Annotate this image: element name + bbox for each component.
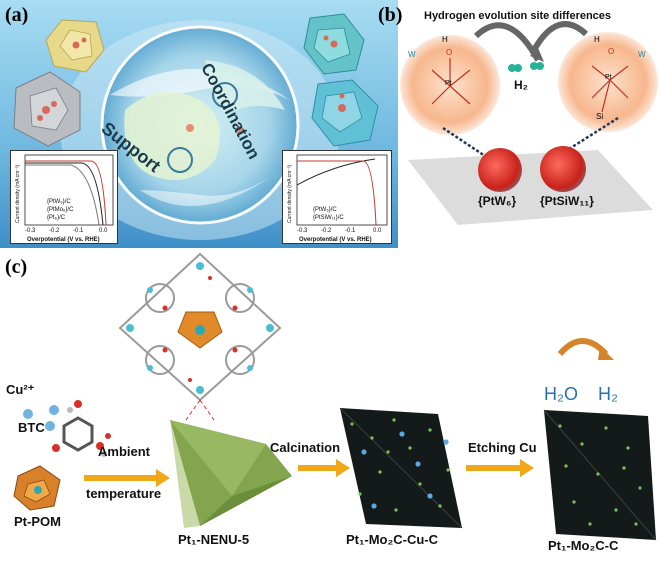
arrow-ambient [84, 469, 170, 487]
pom-cluster-teal [303, 13, 365, 75]
panel-c-label: (c) [5, 256, 28, 278]
pt-pom-cluster [13, 465, 61, 511]
right-si-label: Si [596, 112, 604, 121]
right-o-label: O [608, 47, 615, 56]
left-chart-svg: {PtW₆}/C {PtMo₆}/C {Pt₆}/C -0.3 -0.2 -0.… [15, 154, 114, 243]
right-xtick-3: -0.1 [345, 228, 356, 234]
ptsiw11-label: {PtSiW₁₁} [540, 194, 594, 208]
left-ylabel: Current density (mA cm⁻²) [15, 164, 21, 223]
left-xlabel: Overpotential (V vs. RHE) [27, 237, 100, 243]
panel-b-artwork [400, 21, 658, 225]
left-xtick-1: -0.3 [25, 228, 36, 234]
step-temperature-label: temperature [86, 486, 162, 501]
panel-a: (a) Coordination Support {PtW₆}/C {PtMo₆… [0, 0, 398, 248]
h2o-label: H₂O [544, 384, 578, 404]
panel-b-label: (b) [378, 4, 403, 26]
arrow-etching [466, 459, 534, 477]
right-inset-chart: {PtW₆}/C {PtSiW₁₁}/C -0.3 -0.2 -0.1 0.0 … [282, 150, 392, 244]
left-legend-1: {PtW₆}/C [47, 199, 71, 205]
h2-label: H₂ [514, 78, 528, 92]
product-mo2c-c-label: Pt₁-Mo₂C-C [548, 538, 619, 553]
pt-pom-label: Pt-POM [14, 514, 61, 529]
left-w-label: W [408, 50, 416, 59]
left-xtick-2: -0.2 [49, 228, 60, 234]
ball-surface [408, 150, 653, 225]
right-pt-label: Pt [605, 74, 612, 81]
h2-product-label: H₂ [598, 384, 618, 404]
left-xtick-4: 0.0 [99, 228, 108, 234]
nenu5-crystal [170, 420, 292, 528]
cu-ion-label: Cu²⁺ [6, 382, 35, 397]
ptw6-cluster [478, 148, 522, 192]
ptw6-label: {PtW₆} [478, 194, 517, 208]
pom-cluster-gray [13, 71, 81, 147]
right-ylabel: Current density (mA cm⁻²) [287, 164, 293, 223]
panel-a-label: (a) [5, 4, 29, 26]
pom-cluster-yellow [45, 19, 105, 73]
left-legend-2: {PtMo₆}/C [47, 207, 74, 213]
right-chart-svg: {PtW₆}/C {PtSiW₁₁}/C -0.3 -0.2 -0.1 0.0 … [287, 154, 388, 243]
tile-dots [350, 418, 642, 526]
right-xtick-2: -0.2 [321, 228, 332, 234]
step-ambient-label: Ambient [98, 444, 150, 459]
left-o-label: O [446, 48, 453, 57]
panel-b: (b) Hydrogen evolution site differences … [378, 0, 660, 248]
btc-molecule [52, 400, 111, 457]
right-xlabel: Overpotential (V vs. RHE) [299, 237, 372, 243]
right-xtick-1: -0.3 [297, 228, 308, 234]
right-legend-2: {PtSiW₁₁}/C [313, 215, 344, 221]
panel-a-artwork [0, 0, 398, 248]
ptsiw11-cluster [540, 146, 586, 192]
left-curved-arrow [473, 22, 541, 62]
right-w-label: W [638, 50, 646, 59]
right-h-label: H [594, 35, 600, 44]
right-legend-1: {PtW₆}/C [313, 207, 337, 213]
left-legend-3: {Pt₆}/C [47, 215, 66, 221]
left-pt-label: Pt [445, 80, 452, 87]
btc-label: BTC [18, 420, 45, 435]
arrow-calcination [298, 459, 350, 477]
product-mo2c-cu-c-label: Pt₁-Mo₂C-Cu-C [346, 532, 439, 547]
panel-b-title: Hydrogen evolution site differences [424, 10, 612, 22]
left-xtick-3: -0.1 [73, 228, 84, 234]
product-nenu5-label: Pt₁-NENU-5 [178, 532, 250, 547]
left-h-label: H [442, 35, 448, 44]
right-xtick-4: 0.0 [373, 228, 382, 234]
pom-cluster-cyan [311, 79, 379, 147]
panel-c: (c) Cu²⁺ BTC Pt-POM Ambient temperature … [0, 248, 660, 560]
step-calcination-label: Calcination [270, 440, 341, 455]
mo2c-c-tile [543, 409, 657, 541]
step-etching-label: Etching Cu [468, 440, 537, 455]
right-curved-arrow [531, 21, 589, 52]
left-inset-chart: {PtW₆}/C {PtMo₆}/C {Pt₆}/C -0.3 -0.2 -0.… [10, 150, 118, 244]
